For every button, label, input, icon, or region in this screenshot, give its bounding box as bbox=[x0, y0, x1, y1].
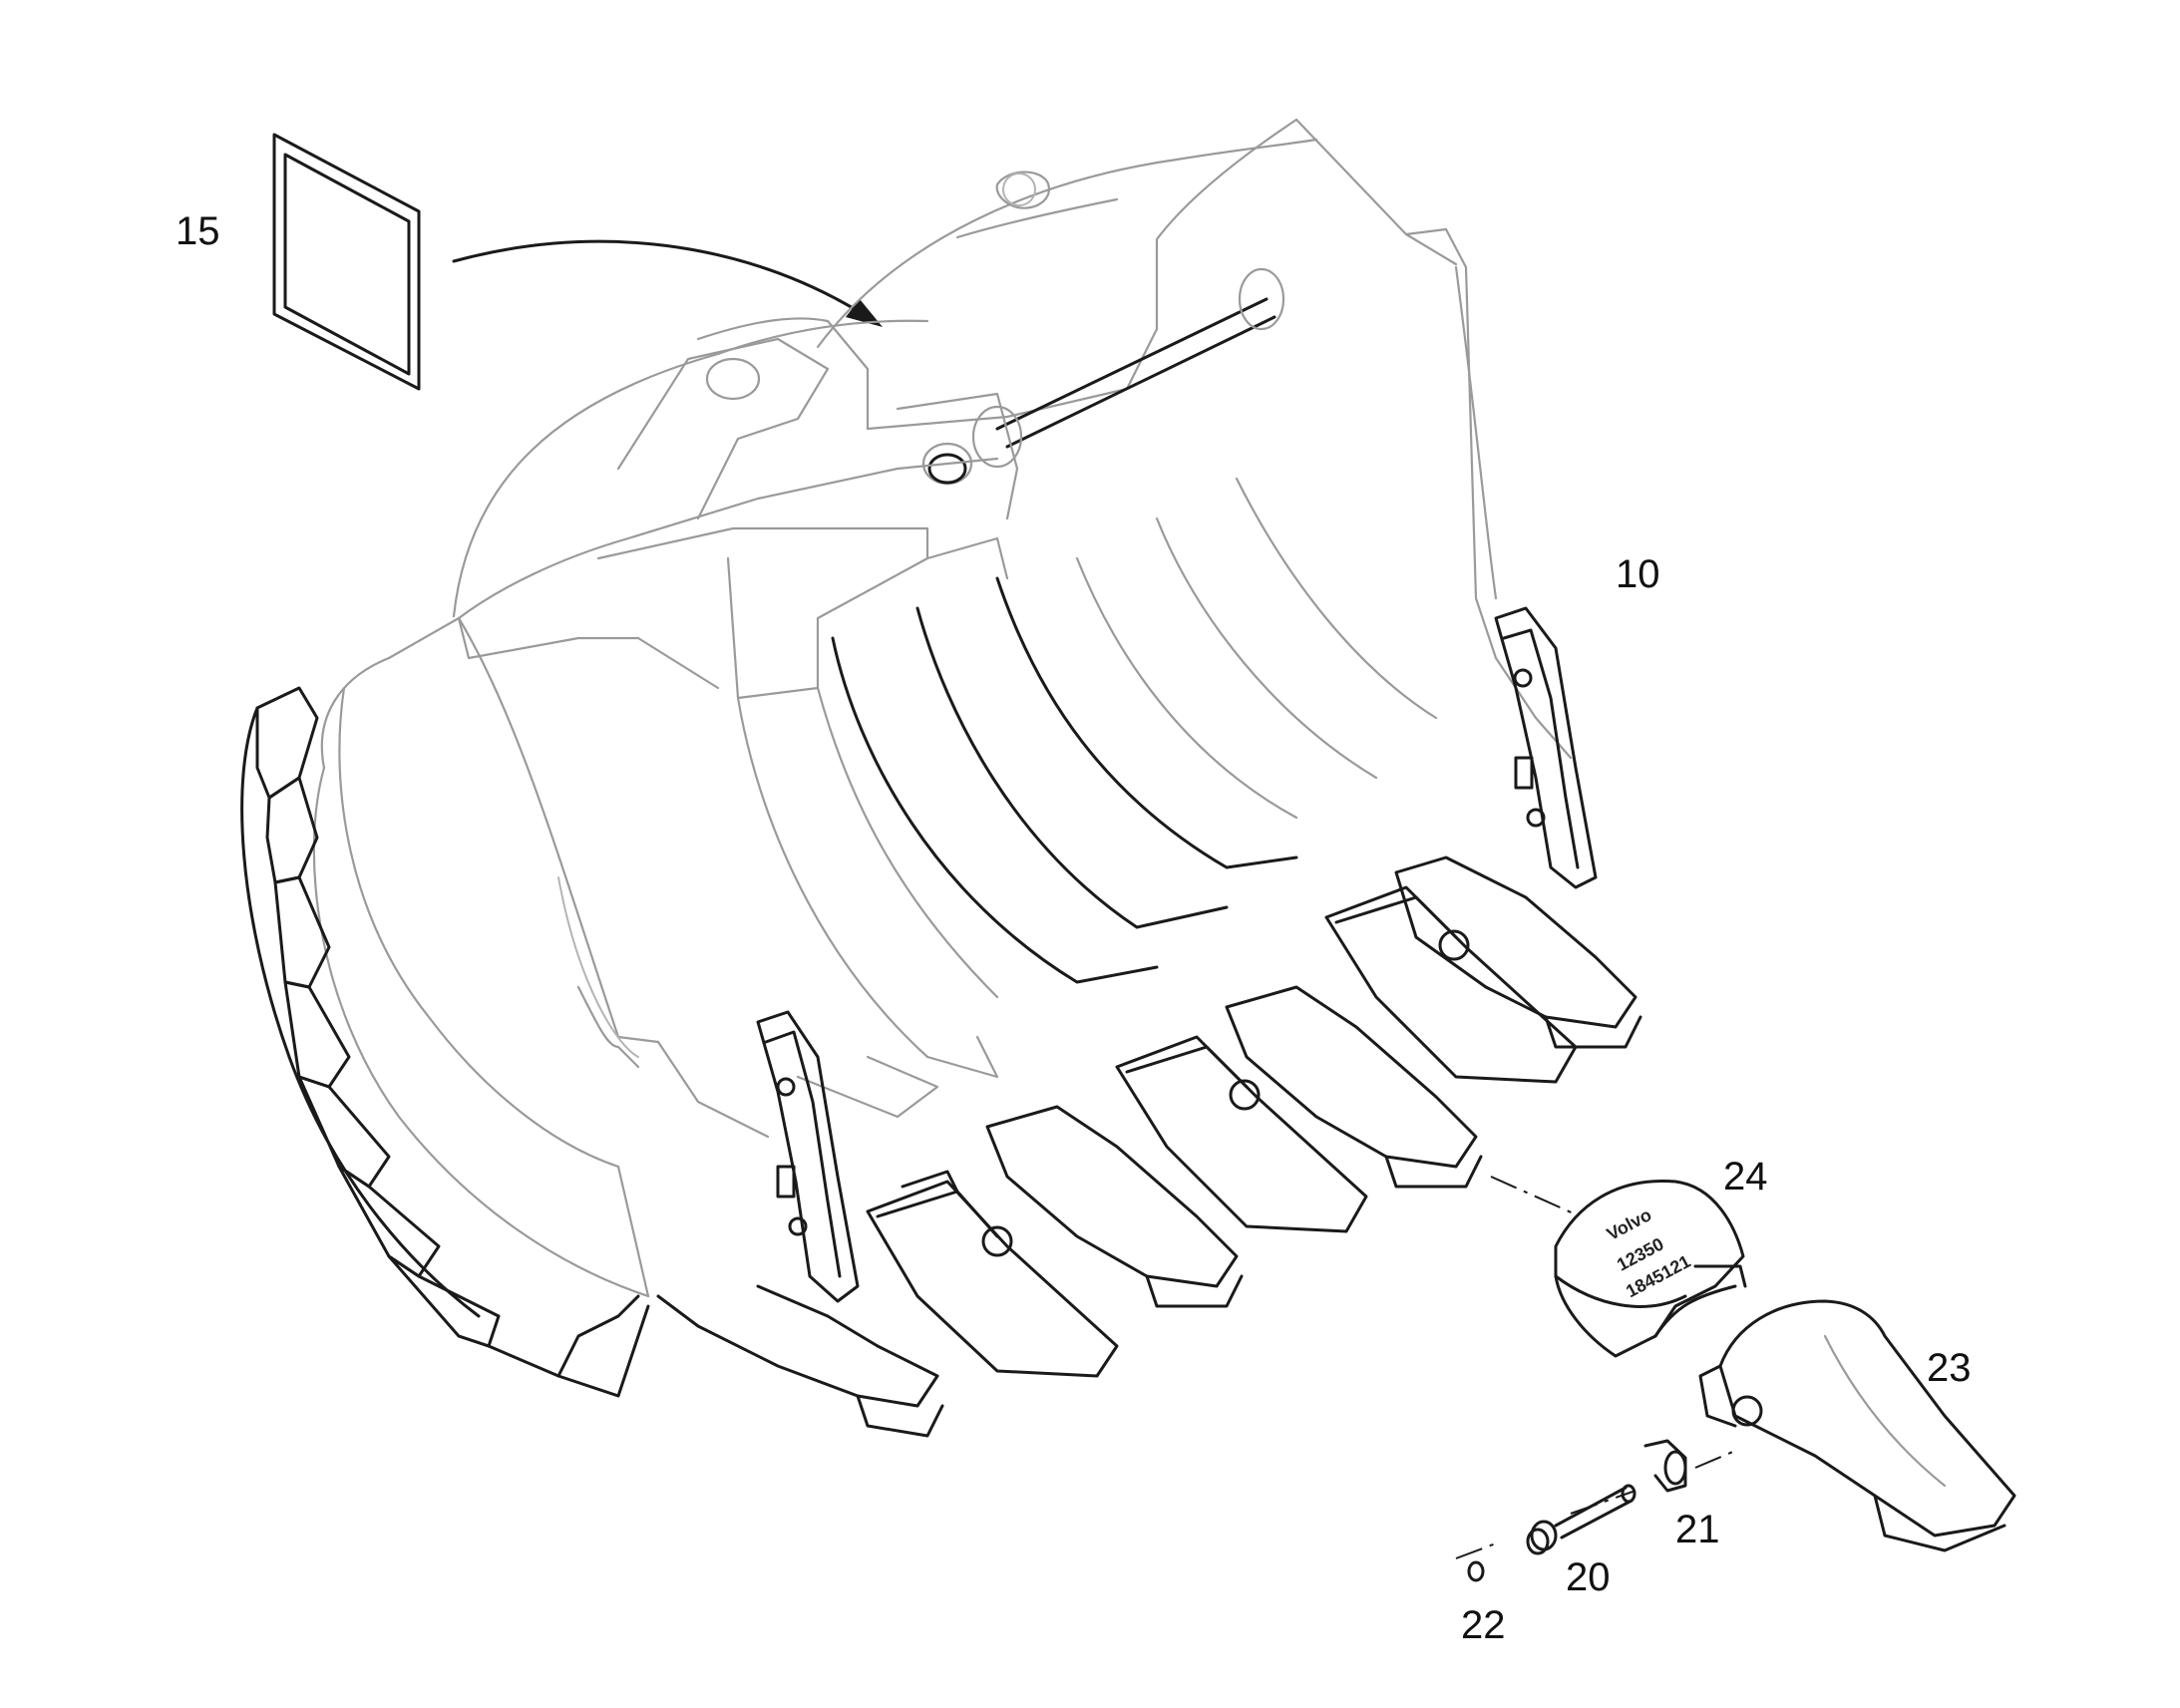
assembly-axis-line-2 bbox=[1455, 1450, 1736, 1559]
pin-plug bbox=[1467, 1560, 1485, 1582]
tooth-pin bbox=[1526, 1484, 1636, 1555]
callout-21: 21 bbox=[1675, 1508, 1720, 1551]
side-cutter-right bbox=[1494, 606, 1598, 889]
callout-23: 23 bbox=[1927, 1346, 1972, 1390]
bucket-teeth-row bbox=[656, 855, 1642, 1438]
decal-placement-arrow bbox=[452, 239, 870, 319]
callout-15: 15 bbox=[176, 209, 220, 253]
wear-shroud bbox=[1554, 1179, 1747, 1358]
replacement-tooth bbox=[1698, 1299, 2016, 1552]
arrow-head bbox=[846, 299, 883, 327]
side-cutter-left bbox=[756, 1010, 860, 1303]
callout-20: 20 bbox=[1566, 1555, 1611, 1599]
callout-10: 10 bbox=[1616, 552, 1660, 596]
callout-24: 24 bbox=[1723, 1155, 1768, 1198]
decal-sheet bbox=[272, 133, 421, 391]
assembly-axis-line bbox=[1490, 1176, 1577, 1215]
bucket-body bbox=[240, 118, 1573, 1398]
callout-22: 22 bbox=[1461, 1603, 1506, 1647]
retainer-clip bbox=[1643, 1439, 1687, 1493]
